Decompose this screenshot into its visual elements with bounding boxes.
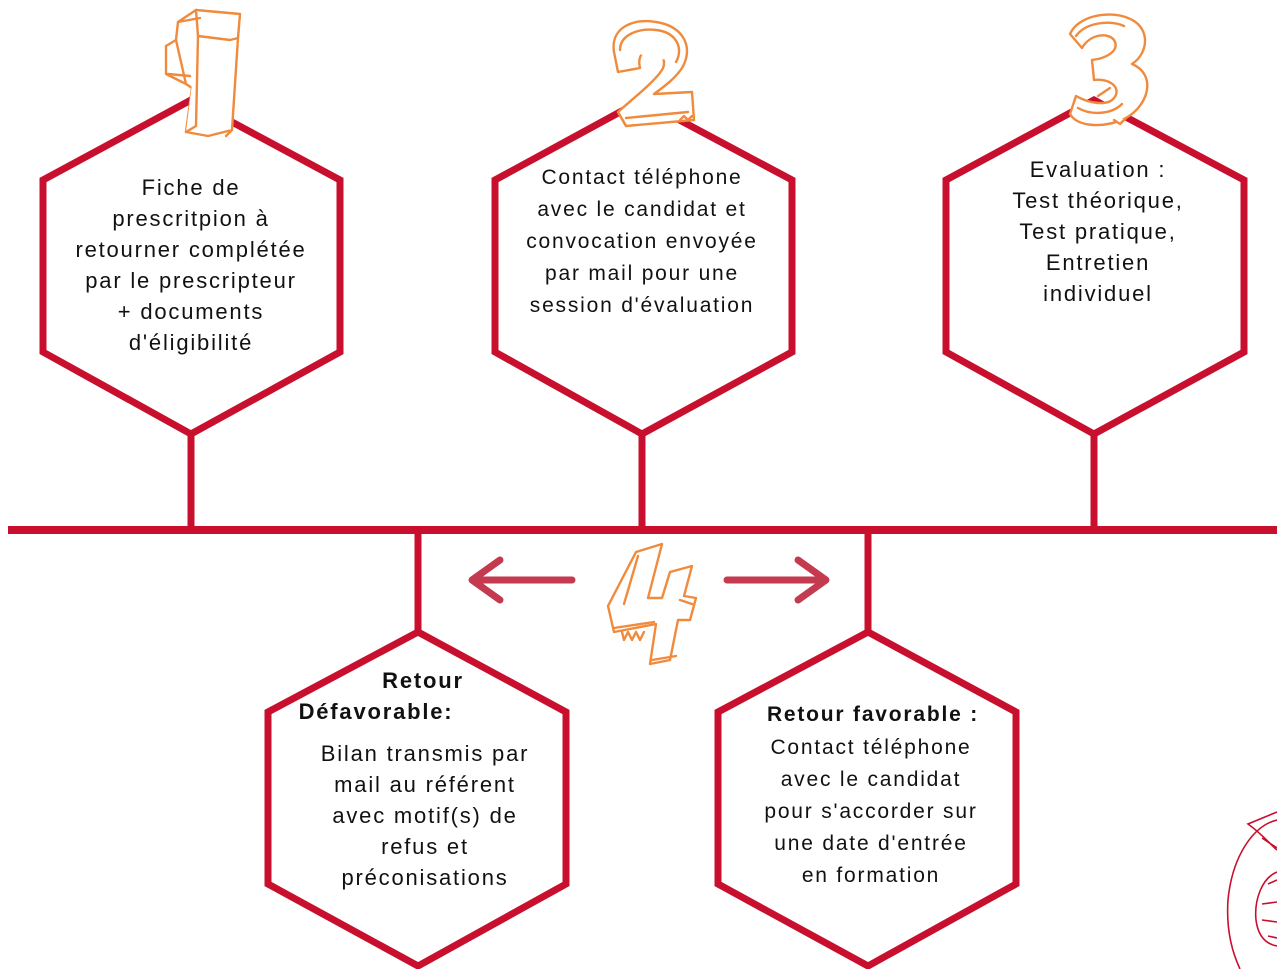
favorable-line-2: avec le candidat: [780, 768, 962, 791]
step-2-text: Contact téléphone avec le candidat et co…: [492, 162, 792, 322]
step-2-line-2: avec le candidat et: [537, 198, 747, 221]
unfavorable-line-4: refus et: [381, 834, 469, 859]
unfavorable-line-3: avec motif(s) de: [332, 803, 518, 828]
arrow-right-icon: [723, 556, 830, 604]
step-number-3-icon: [1068, 13, 1149, 127]
favorable-heading-line-1: Retour favorable :: [766, 703, 980, 726]
step-1-line-2: prescritpion à: [112, 206, 270, 231]
unfavorable-heading-line-2: Défavorable:: [298, 699, 454, 724]
unfavorable-line-5: préconisations: [341, 865, 509, 890]
step-3-text: Evaluation : Test théorique, Test pratiq…: [958, 154, 1238, 309]
step-1-line-4: par le prescripteur: [85, 268, 297, 293]
step-3-line-5: individuel: [1043, 281, 1153, 306]
step-2-line-3: convocation envoyée: [526, 230, 758, 253]
favorable-text: Contact téléphone avec le candidat pour …: [726, 732, 1016, 892]
unfavorable-heading: Retour Défavorable:: [280, 665, 552, 727]
step-number-1-icon: [164, 8, 242, 138]
hexagon-step-2: [491, 96, 796, 438]
unfavorable-line-1: Bilan transmis par: [320, 741, 530, 766]
favorable-line-4: une date d'entrée: [774, 832, 968, 855]
step-3-line-2: Test théorique,: [1012, 188, 1184, 213]
step-1-line-3: retourner complétée: [75, 237, 307, 262]
step-2-line-5: session d'évaluation: [529, 294, 755, 317]
step-number-2-icon: [612, 19, 696, 128]
step-1-line-1: Fiche de: [141, 175, 241, 200]
stamp-logo-icon: [1226, 811, 1277, 969]
step-1-line-5: + documents: [117, 299, 265, 324]
hexagon-step-3: [942, 96, 1248, 438]
unfavorable-line-2: mail au référent: [334, 772, 516, 797]
favorable-heading: Retour favorable :: [728, 699, 1018, 731]
unfavorable-heading-line-1: Retour: [382, 668, 464, 693]
step-2-line-4: par mail pour une: [544, 262, 740, 285]
unfavorable-text: Bilan transmis par mail au référent avec…: [280, 738, 570, 893]
step-2-line-1: Contact téléphone: [541, 166, 743, 189]
step-3-line-4: Entretien: [1045, 250, 1151, 275]
favorable-line-1: Contact téléphone: [770, 736, 972, 759]
step-1-text: Fiche de prescritpion à retourner complé…: [41, 172, 341, 358]
step-number-4-icon: [606, 542, 698, 666]
step-1-line-6: d'éligibilité: [128, 330, 254, 355]
step-3-line-3: Test pratique,: [1019, 219, 1177, 244]
step-3-line-1: Evaluation :: [1029, 157, 1167, 182]
hexagon-unfavorable: [264, 628, 570, 969]
hexagon-step-1: [39, 96, 344, 438]
arrow-left-icon: [468, 556, 576, 604]
hexagon-favorable: [714, 628, 1020, 969]
favorable-line-3: pour s'accorder sur: [764, 800, 978, 823]
favorable-line-5: en formation: [801, 864, 941, 887]
